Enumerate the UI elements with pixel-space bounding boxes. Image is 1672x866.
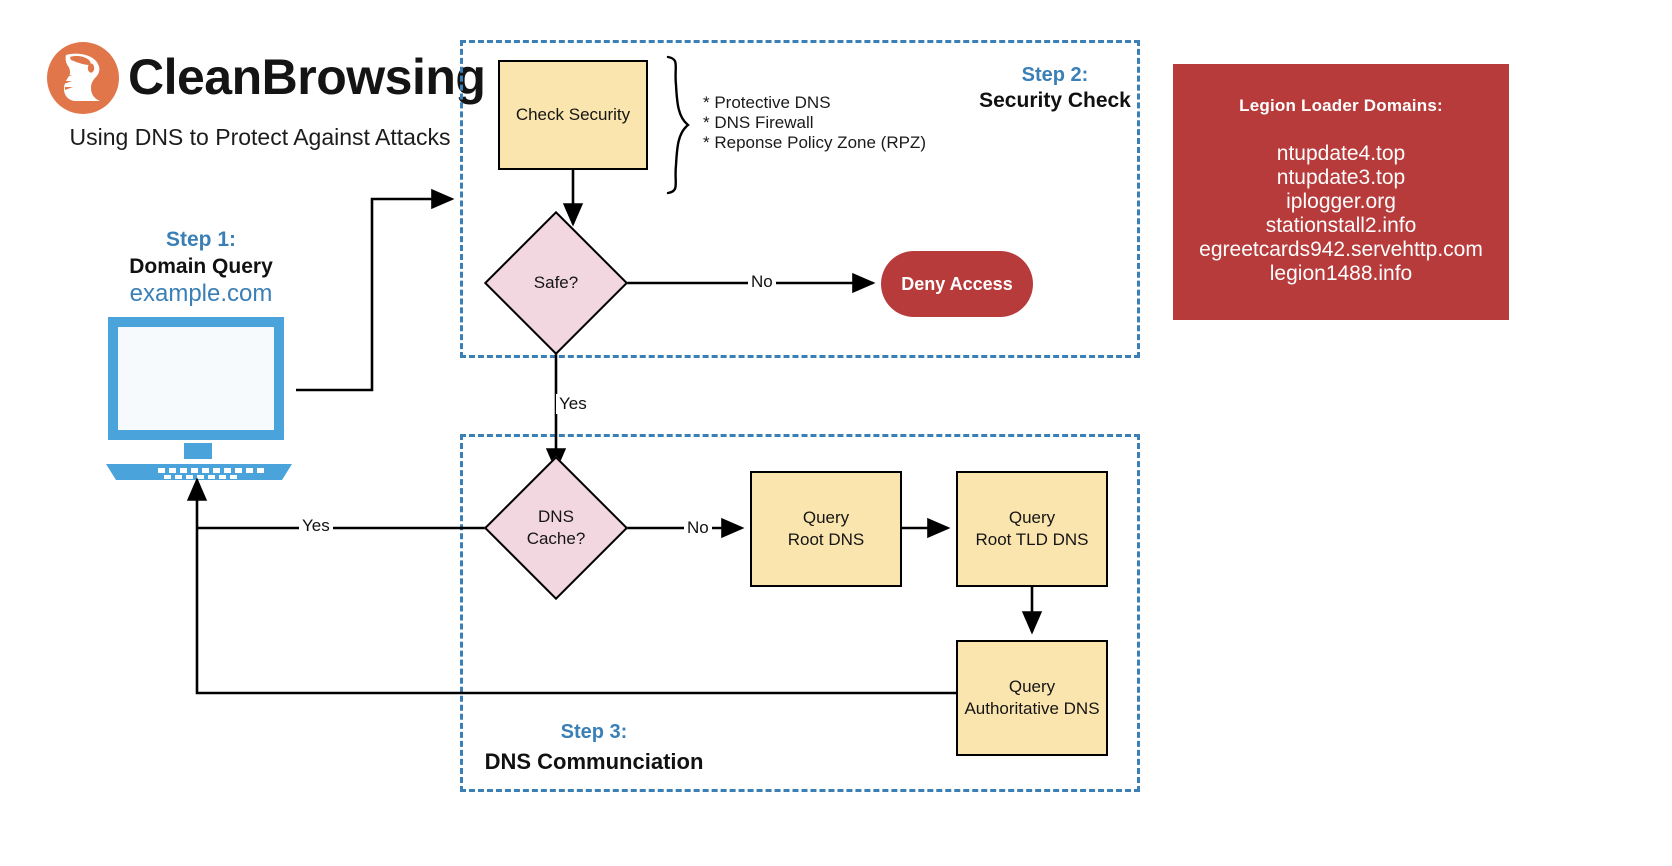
step-1-domain: example.com: [129, 280, 273, 307]
zone-dns-communication: [460, 434, 1140, 792]
node-query-root-dns[interactable]: Query Root DNS: [750, 471, 902, 587]
brand-wordmark: CleanBrowsing: [128, 49, 486, 105]
node-query-auth-line-2: Authoritative DNS: [964, 699, 1100, 718]
legion-domain-list: ntupdate4.top ntupdate3.top iplogger.org…: [1173, 142, 1509, 286]
legion-loader-domains-panel: Legion Loader Domains: ntupdate4.top ntu…: [1173, 64, 1509, 320]
node-query-root-tld-dns[interactable]: Query Root TLD DNS: [956, 471, 1108, 587]
security-feature-item: * Reponse Policy Zone (RPZ): [703, 133, 926, 152]
brand-tagline: Using DNS to Protect Against Attacks: [69, 124, 451, 150]
step-1-kicker: Step 1:: [165, 228, 236, 251]
edge-label-no-cache: No: [684, 518, 712, 538]
security-feature-item: * DNS Firewall: [703, 113, 814, 132]
legion-domain-item: stationstall2.info: [1265, 214, 1417, 237]
node-query-tld-line-1: Query: [1008, 508, 1056, 527]
fox-head-circle-icon: [46, 41, 120, 115]
step-3-title: DNS Communciation: [484, 749, 704, 774]
desktop-computer-icon: [106, 317, 296, 480]
node-safe-label: Safe?: [533, 273, 579, 292]
node-query-authoritative-dns[interactable]: Query Authoritative DNS: [956, 640, 1108, 756]
security-feature-list: * Protective DNS * DNS Firewall * Repons…: [703, 93, 1003, 153]
legion-domain-item: ntupdate4.top: [1276, 142, 1406, 165]
security-feature-item: * Protective DNS: [703, 93, 831, 112]
step-1-title: Domain Query: [129, 255, 273, 278]
step-2-label-group: Step 2: Security Check: [910, 62, 1200, 114]
node-deny-access[interactable]: Deny Access: [881, 251, 1033, 317]
legion-domain-item: ntupdate3.top: [1276, 166, 1406, 189]
step-2-title: Security Check: [979, 89, 1131, 112]
node-safe-decision[interactable]: Safe?: [483, 210, 629, 356]
node-query-root-line-1: Query: [802, 508, 850, 527]
legion-domain-item: iplogger.org: [1286, 190, 1396, 213]
node-query-root-line-2: Root DNS: [787, 530, 865, 549]
zone-security-check: [460, 40, 1140, 358]
step-3-label-group: Step 3: DNS Communciation: [455, 718, 733, 776]
legion-domain-item: legion1488.info: [1269, 262, 1413, 285]
node-dns-cache-line-2: Cache?: [526, 529, 586, 548]
curly-brace-icon: [660, 55, 700, 195]
step-1-label-group: Step 1: Domain Query example.com: [76, 226, 326, 307]
edge-label-yes-safe: Yes: [556, 394, 590, 414]
node-dns-cache-label: DNS Cache?: [505, 477, 607, 579]
legion-panel-title: Legion Loader Domains:: [1239, 96, 1443, 115]
legion-domain-item: egreetcards942.servehttp.com: [1199, 238, 1483, 261]
step-3-kicker: Step 3:: [560, 721, 628, 743]
node-dns-cache-line-1: DNS: [538, 507, 574, 526]
node-query-tld-line-2: Root TLD DNS: [975, 530, 1089, 549]
node-dns-cache-decision[interactable]: DNS Cache?: [483, 455, 629, 601]
step-2-kicker: Step 2:: [1021, 64, 1089, 86]
node-query-auth-line-1: Query: [1008, 677, 1056, 696]
edge-label-no-safe: No: [748, 272, 776, 292]
edge-label-yes-cache: Yes: [299, 516, 333, 536]
node-check-security[interactable]: Check Security: [498, 60, 648, 170]
